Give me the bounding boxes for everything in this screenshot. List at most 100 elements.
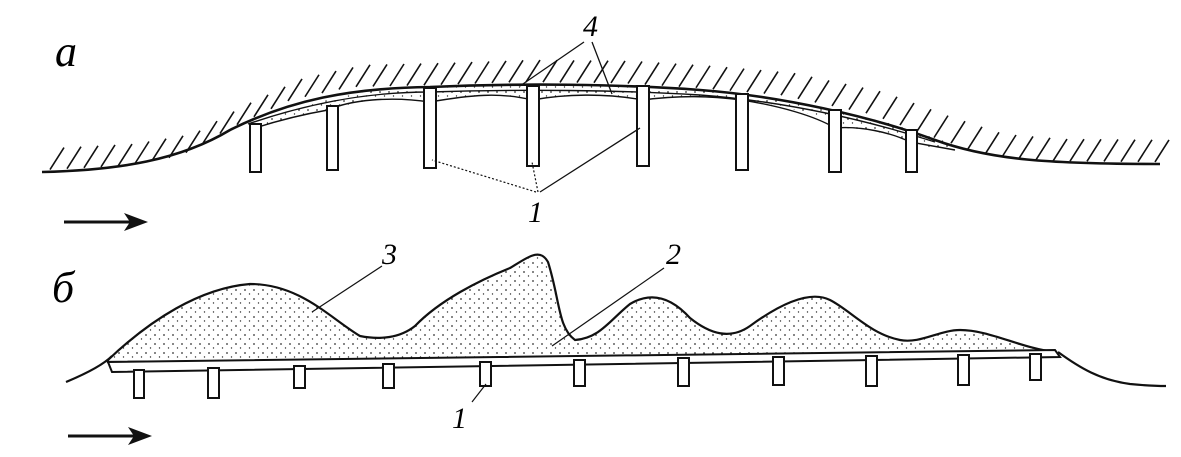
panel-a: а 4 1 [41,10,1170,231]
panel-b-column [133,369,145,399]
hatch-mark [559,59,575,83]
hatch-mark [202,120,218,144]
hatch-mark [474,61,490,84]
callout-1-panel-b: 1 [452,383,487,435]
hatch-mark [542,59,558,83]
hatch-mark [406,63,422,87]
hatch-mark [933,115,949,139]
panel-a-gallery-arches [254,94,956,151]
panel-a-column [326,105,339,171]
hatch-mark [678,64,694,88]
panel-b-deposit-mounds [106,253,1057,364]
hatch-mark [610,60,626,84]
hatch-mark [270,86,286,110]
callout-2-label: 2 [666,238,681,271]
hatch-mark [440,62,456,86]
hatch-mark [185,130,201,154]
panel-a-column [636,85,650,167]
panel-b-column [772,356,785,386]
hatch-mark [1069,138,1085,162]
panel-a-terrain-line [41,83,1161,174]
hatch-mark [984,131,1000,155]
callout-1-panel-a: 1 [431,127,641,229]
hatch-mark [1137,139,1153,163]
hatch-mark [814,79,830,103]
hatch-mark [525,59,541,83]
hatch-mark [967,126,983,150]
hatch-mark [831,83,847,107]
callout-1-label: 1 [528,196,543,229]
panel-b-column [677,357,690,387]
hatch-mark [661,63,677,87]
hatch-mark [321,70,337,94]
hatch-mark [49,147,65,171]
hatch-mark [1001,134,1017,158]
hatch-mark [236,102,252,126]
hatch-mark [355,64,371,88]
panel-a-label: а [55,27,77,76]
callout-4-label: 4 [583,10,598,43]
hatch-mark [1018,135,1034,159]
panel-a-column [526,85,540,167]
panel-a-column [423,87,437,169]
hatch-mark [389,63,405,87]
hatch-mark [1035,137,1051,161]
hatch-mark [253,94,269,118]
panel-b-column [865,355,878,387]
panel-b-column [1029,353,1042,381]
hatch-mark [168,135,184,159]
panel-b-column [207,367,220,399]
hatch-mark [457,61,473,85]
hatch-mark [66,146,82,170]
panel-b-label: б [52,263,76,312]
callout-1-leader [539,127,641,193]
hatch-mark [950,120,966,144]
hatch-mark [1086,138,1102,162]
hatch-mark [1052,138,1068,162]
panel-a-gallery-roof-upper [247,89,936,143]
hatch-mark [83,145,99,169]
hatch-mark [593,60,609,84]
hatch-mark [746,69,762,93]
callout-4-leader [591,41,613,95]
callout-3: 3 [311,238,397,313]
callout-1-label: 1 [452,402,467,435]
hatch-mark [491,60,507,84]
hatch-mark [695,65,711,89]
hatch-mark [372,63,388,87]
hatch-mark [219,111,235,135]
callout-3-label: 3 [381,238,397,271]
callout-3-leader [311,265,383,313]
panel-a-column [828,109,842,173]
hatch-mark [882,96,898,120]
panel-b-hillside-right [1057,351,1167,388]
hatch-mark [134,141,150,164]
hatch-mark [712,66,728,90]
panel-a-column [735,93,749,171]
panel-b-flow-arrow [68,427,152,445]
panel-a-ground-hatching [49,59,1170,171]
panel-b-column [957,354,970,386]
hatch-mark [508,59,524,83]
callout-1-leader [471,383,487,403]
hatch-mark [865,90,881,114]
hatch-mark [287,78,303,102]
hatch-mark [1154,139,1170,163]
hatch-mark [338,66,354,90]
hatch-mark [644,62,660,85]
hatch-mark [848,87,864,110]
panel-a-column [905,129,918,173]
hatch-mark [729,68,745,92]
panel-b-hillside-left [65,355,113,384]
hatch-mark [1103,139,1119,162]
callout-2-leader [551,267,665,347]
hatch-mark [576,60,592,83]
callout-1-leader [431,159,537,193]
panel-b-column [479,361,492,387]
callout-1-leader [531,161,539,193]
hatch-mark [780,72,796,96]
panel-b-column [293,365,306,389]
panel-b: б 3 2 [52,238,1167,445]
callout-2: 2 [551,238,681,347]
